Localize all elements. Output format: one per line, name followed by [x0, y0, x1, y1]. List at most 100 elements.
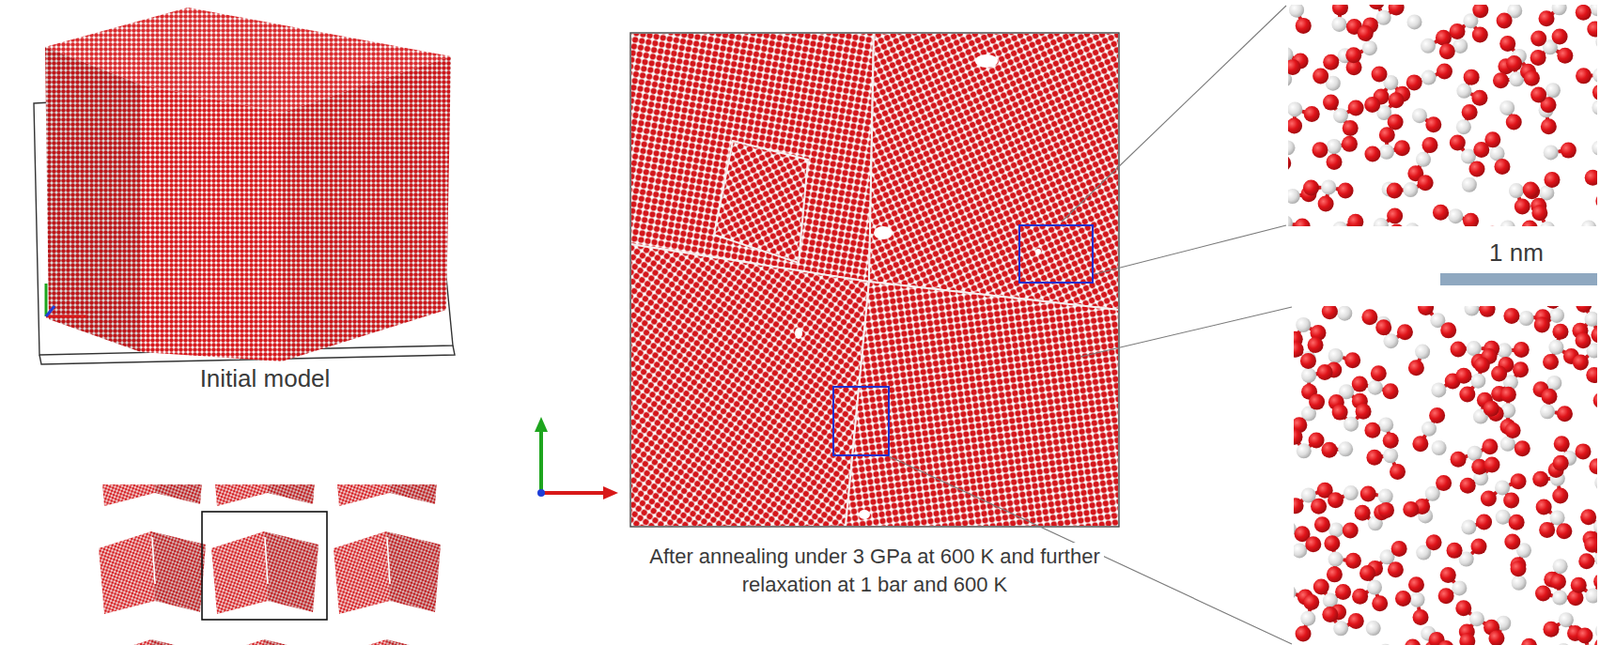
leader-line	[1080, 307, 1292, 358]
oxygen-atom	[1288, 118, 1303, 135]
oxygen-atom	[1345, 46, 1362, 63]
void	[1035, 248, 1041, 255]
oxygen-atom	[1304, 536, 1321, 553]
oxygen-atom	[1351, 376, 1368, 393]
oxygen-atom	[1522, 182, 1539, 199]
oxygen-atom	[1326, 154, 1343, 171]
oxygen-atom	[1417, 306, 1434, 316]
oxygen-atom	[1459, 387, 1476, 404]
silicon-atom	[1343, 485, 1359, 501]
oxygen-atom	[1435, 30, 1452, 47]
oxygen-atom	[1530, 30, 1547, 47]
silicon-atom	[1460, 519, 1476, 535]
silicon-atom	[1539, 221, 1555, 227]
oxygen-atom	[1404, 638, 1421, 645]
face-shade	[264, 531, 319, 613]
oxygen-atom	[1538, 10, 1555, 27]
oxygen-atom	[1413, 609, 1430, 626]
oxygen-atom	[1575, 67, 1592, 84]
leader-line	[1061, 5, 1287, 222]
oxygen-atom	[1310, 498, 1327, 515]
oxygen-atom	[1337, 183, 1354, 200]
oxygen-atom	[1592, 84, 1598, 101]
y-axis	[539, 428, 544, 494]
oxygen-atom	[1327, 492, 1344, 509]
silicon-atom	[1594, 475, 1598, 491]
zoom-panel-atoms	[1288, 4, 1598, 227]
silicon-atom	[1414, 344, 1430, 360]
oxygen-atom	[1335, 584, 1352, 601]
face-shade	[386, 484, 441, 505]
oxygen-atom	[1323, 535, 1340, 552]
silicon-atom	[1466, 341, 1482, 357]
oxygen-atom	[1552, 488, 1569, 505]
oxygen-atom	[1503, 308, 1520, 325]
oxygen-atom	[1510, 473, 1527, 490]
silicon-atom	[1420, 38, 1436, 54]
periodic-image	[98, 639, 206, 645]
silicon-atom	[1545, 82, 1561, 98]
oxygen-atom	[1437, 640, 1454, 645]
oxygen-atom	[1417, 174, 1434, 191]
oxygen-atom	[1357, 25, 1374, 42]
silicon-atom	[1543, 144, 1559, 160]
oxygen-atom	[1394, 139, 1411, 156]
oxygen-atom	[1585, 367, 1598, 384]
oxygen-atom	[1421, 137, 1438, 154]
oxygen-atom	[1361, 309, 1378, 326]
oxygen-atom	[1382, 383, 1399, 400]
initial-model-crystal	[45, 7, 451, 362]
oxygen-atom	[1364, 145, 1381, 162]
oxygen-atom	[1471, 90, 1488, 107]
crystal-face	[98, 484, 156, 507]
oxygen-atom	[1449, 134, 1466, 151]
periodic-image	[211, 639, 319, 645]
oxygen-atom	[1389, 464, 1406, 481]
oxygen-atom	[1370, 365, 1387, 382]
oxygen-atom	[1480, 491, 1497, 508]
silicon-atom	[1550, 510, 1566, 526]
oxygen-atom	[1505, 422, 1522, 439]
oxygen-atom	[1386, 208, 1403, 225]
oxygen-atom	[1575, 332, 1592, 349]
oxygen-atom	[1435, 475, 1452, 492]
silicon-atom	[1289, 4, 1305, 18]
periodic-image	[211, 484, 319, 507]
oxygen-atom	[1450, 451, 1467, 468]
oxygen-atom	[1386, 182, 1403, 199]
silicon-atom	[1430, 382, 1446, 398]
oxygen-atom	[1575, 443, 1592, 460]
crystal-face	[333, 639, 390, 645]
oxygen-atom	[1355, 403, 1372, 420]
crystal-face	[98, 531, 156, 615]
crystal-face	[264, 484, 319, 505]
silicon-atom	[1288, 188, 1301, 204]
silicon-atom	[1295, 317, 1311, 333]
silicon-atom	[1377, 644, 1393, 645]
silicon-atom	[1495, 510, 1511, 526]
oxygen-atom	[1332, 4, 1349, 16]
oxygen-atom	[1462, 213, 1479, 227]
crystal-face	[151, 531, 206, 613]
oxygen-atom	[1536, 499, 1553, 516]
oxygen-atom	[1493, 158, 1510, 175]
oxygen-atom	[1344, 352, 1361, 369]
oxygen-atom	[1332, 404, 1349, 421]
silicon-atom	[1494, 480, 1510, 496]
oxygen-atom	[1429, 407, 1445, 424]
zoom-region	[833, 387, 889, 456]
oxygen-atom	[1364, 422, 1381, 439]
oxygen-atom	[1491, 366, 1507, 383]
periodic-image	[333, 639, 441, 645]
oxygen-atom	[1371, 65, 1388, 82]
silicon-atom	[1331, 16, 1347, 32]
void	[794, 327, 803, 340]
periodic-image	[98, 531, 206, 615]
silicon-atom	[1470, 373, 1486, 389]
oxygen-atom	[1375, 319, 1392, 336]
silicon-atom	[1412, 108, 1428, 124]
crystal-face	[211, 484, 268, 507]
oxygen-atom	[1348, 100, 1365, 117]
oxygen-atom	[1471, 539, 1488, 556]
